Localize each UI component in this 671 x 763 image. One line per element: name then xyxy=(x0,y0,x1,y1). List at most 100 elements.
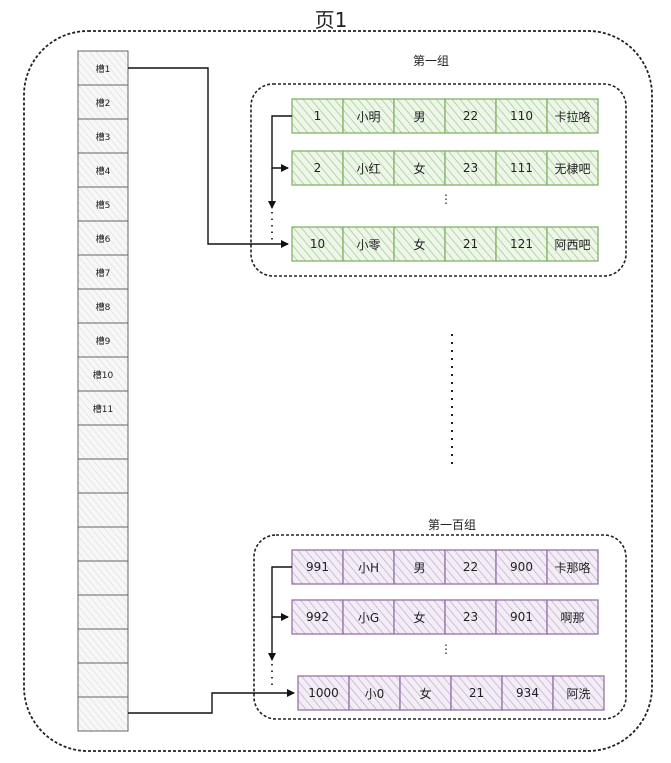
record-cell: 小0 xyxy=(364,686,385,701)
slot-label: 槽1 xyxy=(95,65,111,75)
record-cell: 小G xyxy=(357,610,380,625)
record-cell-box xyxy=(444,599,497,635)
slot-label: 槽4 xyxy=(95,167,111,177)
slot-label: 槽8 xyxy=(95,303,111,313)
record-cell-box xyxy=(291,226,344,262)
record-cell-box xyxy=(546,98,599,134)
record-cell: 男 xyxy=(413,109,426,124)
record-cell-box xyxy=(342,549,395,585)
slot-cell xyxy=(77,492,129,528)
slot-cell xyxy=(77,220,129,256)
record-cell-box xyxy=(495,599,548,635)
record-cell-box xyxy=(342,98,395,134)
record-cell: 女 xyxy=(413,161,426,176)
record-cell: 女 xyxy=(413,237,426,252)
record-cell: 小明 xyxy=(356,109,381,124)
record-cell: 900 xyxy=(510,560,533,574)
record-cell: 22 xyxy=(462,109,479,123)
record-cell-box xyxy=(444,549,497,585)
slot-cell xyxy=(77,288,129,324)
record-cell: 21 xyxy=(468,686,485,700)
slot-label: 槽10 xyxy=(92,371,114,381)
record-cell-box xyxy=(495,226,548,262)
slot-label: 槽5 xyxy=(95,201,111,211)
record-cell: 阿洗 xyxy=(566,686,591,701)
slot-cell xyxy=(77,84,129,120)
group1-label: 第一组 xyxy=(413,54,450,68)
record-cell: 无棣吧 xyxy=(554,161,591,176)
group-rows xyxy=(291,98,605,711)
slot-cell xyxy=(77,118,129,154)
record-cell: 901 xyxy=(510,610,533,624)
record-cell: 2 xyxy=(313,161,322,175)
record-cell: 10 xyxy=(309,237,326,251)
record-cell-box xyxy=(291,549,344,585)
last-slot-to-group2-arrow xyxy=(128,689,295,714)
slot-cell xyxy=(77,696,129,732)
record-cell: 991 xyxy=(306,560,329,574)
slot-cell xyxy=(77,186,129,222)
record-cell: 阿西吧 xyxy=(554,237,591,252)
page-outline xyxy=(23,30,653,752)
slot-label: 槽11 xyxy=(92,405,114,415)
record-cell: 卡那咯 xyxy=(554,560,591,575)
record-cell: 111 xyxy=(510,161,533,175)
record-cell-box xyxy=(501,675,554,711)
record-cell-box xyxy=(495,150,548,186)
slot-cell xyxy=(77,526,129,562)
record-cell-box xyxy=(342,599,395,635)
record-cell: 992 xyxy=(306,610,329,624)
record-cell-box xyxy=(444,98,497,134)
record-cell: 小红 xyxy=(356,161,381,176)
slot-cell xyxy=(77,458,129,494)
slot-cell xyxy=(77,628,129,664)
slot1-to-group1-arrow xyxy=(128,67,289,248)
record-cell-box xyxy=(450,675,503,711)
record-cell: 卡拉咯 xyxy=(554,109,591,124)
record-cell: 女 xyxy=(413,610,426,625)
record-cell-box xyxy=(546,549,599,585)
record-cell-box xyxy=(552,675,605,711)
record-cell-box xyxy=(546,226,599,262)
record-cell-box xyxy=(342,150,395,186)
slot-label: 槽3 xyxy=(95,133,111,143)
slot-label: 槽9 xyxy=(95,337,111,347)
group1-inner-ellipsis: ⋮ xyxy=(440,192,452,206)
slot-label: 槽6 xyxy=(95,235,111,245)
page-title: 页1 xyxy=(314,8,348,32)
group2-inner-ellipsis: ⋮ xyxy=(440,642,452,656)
slot-label: 槽2 xyxy=(95,99,111,109)
g2-row1-to-row2-arrow xyxy=(271,566,292,621)
group2-outline xyxy=(253,534,627,720)
record-cell: 22 xyxy=(462,560,479,574)
slot-cell xyxy=(77,50,129,86)
g1-row1-to-row2-arrow xyxy=(271,115,292,172)
slot-cell xyxy=(77,594,129,630)
record-cell: 小H xyxy=(357,560,380,575)
record-cell: 1000 xyxy=(308,686,339,700)
record-cell-box xyxy=(399,675,452,711)
record-cell: 934 xyxy=(516,686,539,700)
record-cell-box xyxy=(393,98,446,134)
record-cell: 23 xyxy=(462,161,479,175)
record-cell: 1 xyxy=(313,109,322,123)
group1-outline xyxy=(250,83,627,277)
group2-label: 第一百组 xyxy=(428,518,477,532)
record-cell-box xyxy=(297,675,350,711)
record-cell-box xyxy=(291,599,344,635)
record-cell: 啊那 xyxy=(560,610,585,625)
slot-cell xyxy=(77,560,129,596)
record-cell-box xyxy=(546,599,599,635)
record-cell: 男 xyxy=(413,560,426,575)
slot-cell xyxy=(77,254,129,290)
record-cell-box xyxy=(348,675,401,711)
slot-cell xyxy=(77,152,129,188)
record-cell: 23 xyxy=(462,610,479,624)
slot-column xyxy=(77,50,129,732)
slot-cell xyxy=(77,322,129,358)
slot-cell xyxy=(77,356,129,392)
record-cell: 小零 xyxy=(356,237,381,252)
record-cell: 121 xyxy=(510,237,533,251)
slot-cell xyxy=(77,390,129,426)
record-cell-box xyxy=(495,98,548,134)
